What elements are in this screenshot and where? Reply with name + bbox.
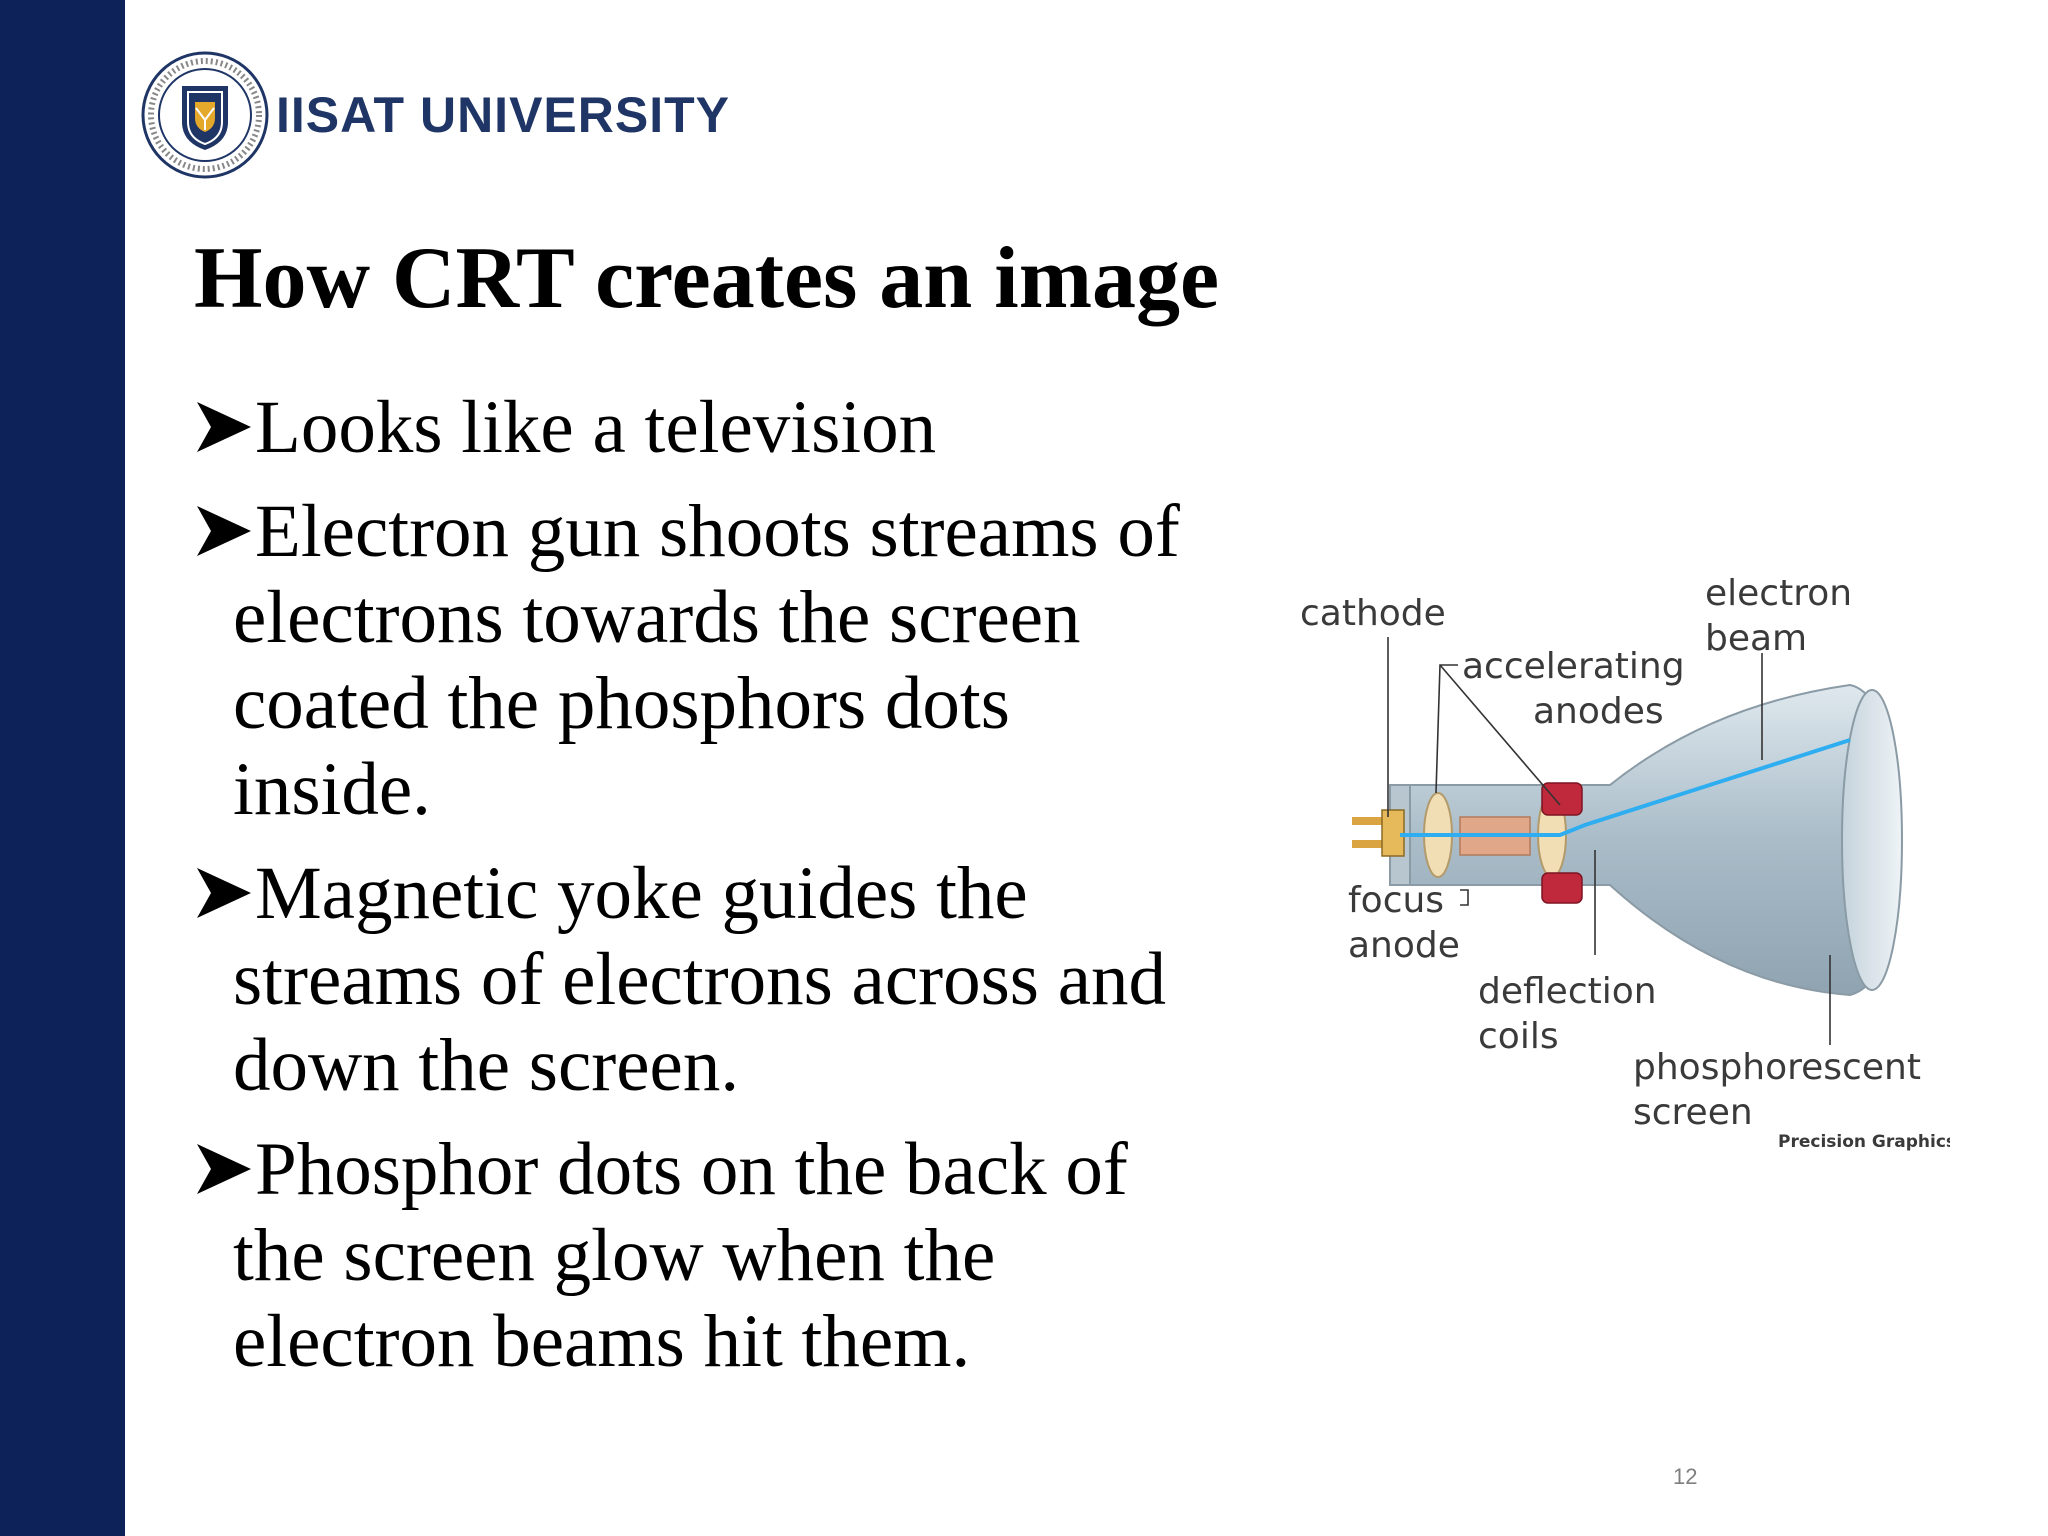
bullet-text-continued: electron beams hit them. xyxy=(233,1300,971,1383)
university-name: IISAT UNIVERSITY xyxy=(276,87,731,143)
leader-lines xyxy=(1387,637,1831,1045)
label-phosphorescent: phosphorescent xyxy=(1633,1047,1921,1088)
label-deflection: deflection xyxy=(1478,971,1657,1012)
deflection-coil-top xyxy=(1541,782,1583,816)
page-number: 12 xyxy=(1673,1464,1698,1489)
bullet-text: Electron gun shoots streams of xyxy=(255,490,1180,573)
bullet-text: Phosphor dots on the back of xyxy=(255,1128,1128,1211)
deflection-coil-bottom xyxy=(1541,872,1583,904)
crt-diagram: cathode electron beam accelerating anode… xyxy=(1300,573,1950,1152)
label-coils: coils xyxy=(1478,1016,1559,1057)
diagram-credit: Precision Graphics xyxy=(1778,1132,1950,1152)
bullet-text: Magnetic yoke guides the xyxy=(255,852,1028,935)
bullet-item: Phosphor dots on the back of the screen … xyxy=(195,1127,1295,1385)
university-seal-icon xyxy=(141,51,269,179)
bullet-item: Looks like a television xyxy=(195,385,1295,471)
arrow-bullet-icon xyxy=(197,868,251,918)
bullet-item: Magnetic yoke guides the streams of elec… xyxy=(195,851,1295,1109)
label-beam: beam xyxy=(1705,618,1807,659)
bullet-text-continued: electrons towards the screen xyxy=(233,576,1081,659)
label-electron: electron xyxy=(1705,573,1852,614)
label-focus: focus xyxy=(1348,880,1444,921)
arrow-bullet-icon xyxy=(197,402,251,452)
bullet-text-continued: down the screen. xyxy=(233,1024,740,1107)
slide-title: How CRT creates an image xyxy=(194,230,1220,327)
electron-beam-line xyxy=(1400,738,1851,837)
bullet-text-continued: coated the phosphors dots xyxy=(233,662,1010,745)
label-screen: screen xyxy=(1633,1092,1753,1133)
bullet-text-continued: the screen glow when the xyxy=(233,1214,996,1297)
bullet-text-continued: streams of electrons across and xyxy=(233,938,1166,1021)
label-cathode: cathode xyxy=(1300,593,1446,634)
label-accelerating: accelerating xyxy=(1462,646,1685,687)
arrow-bullet-icon xyxy=(197,1144,251,1194)
label-anode: anode xyxy=(1348,925,1460,966)
bullet-text: Looks like a television xyxy=(255,386,937,469)
bullet-item: Electron gun shoots streams of electrons… xyxy=(195,489,1295,833)
cathode-pins xyxy=(1352,809,1405,857)
university-logo: IISAT UNIVERSITY xyxy=(140,50,730,180)
left-sidebar-band xyxy=(0,0,125,1536)
label-anodes: anodes xyxy=(1533,691,1664,732)
arrow-bullet-icon xyxy=(197,506,251,556)
bullet-text-continued: inside. xyxy=(233,748,431,831)
bullet-list: Looks like a television Electron gun sho… xyxy=(195,385,1295,1403)
